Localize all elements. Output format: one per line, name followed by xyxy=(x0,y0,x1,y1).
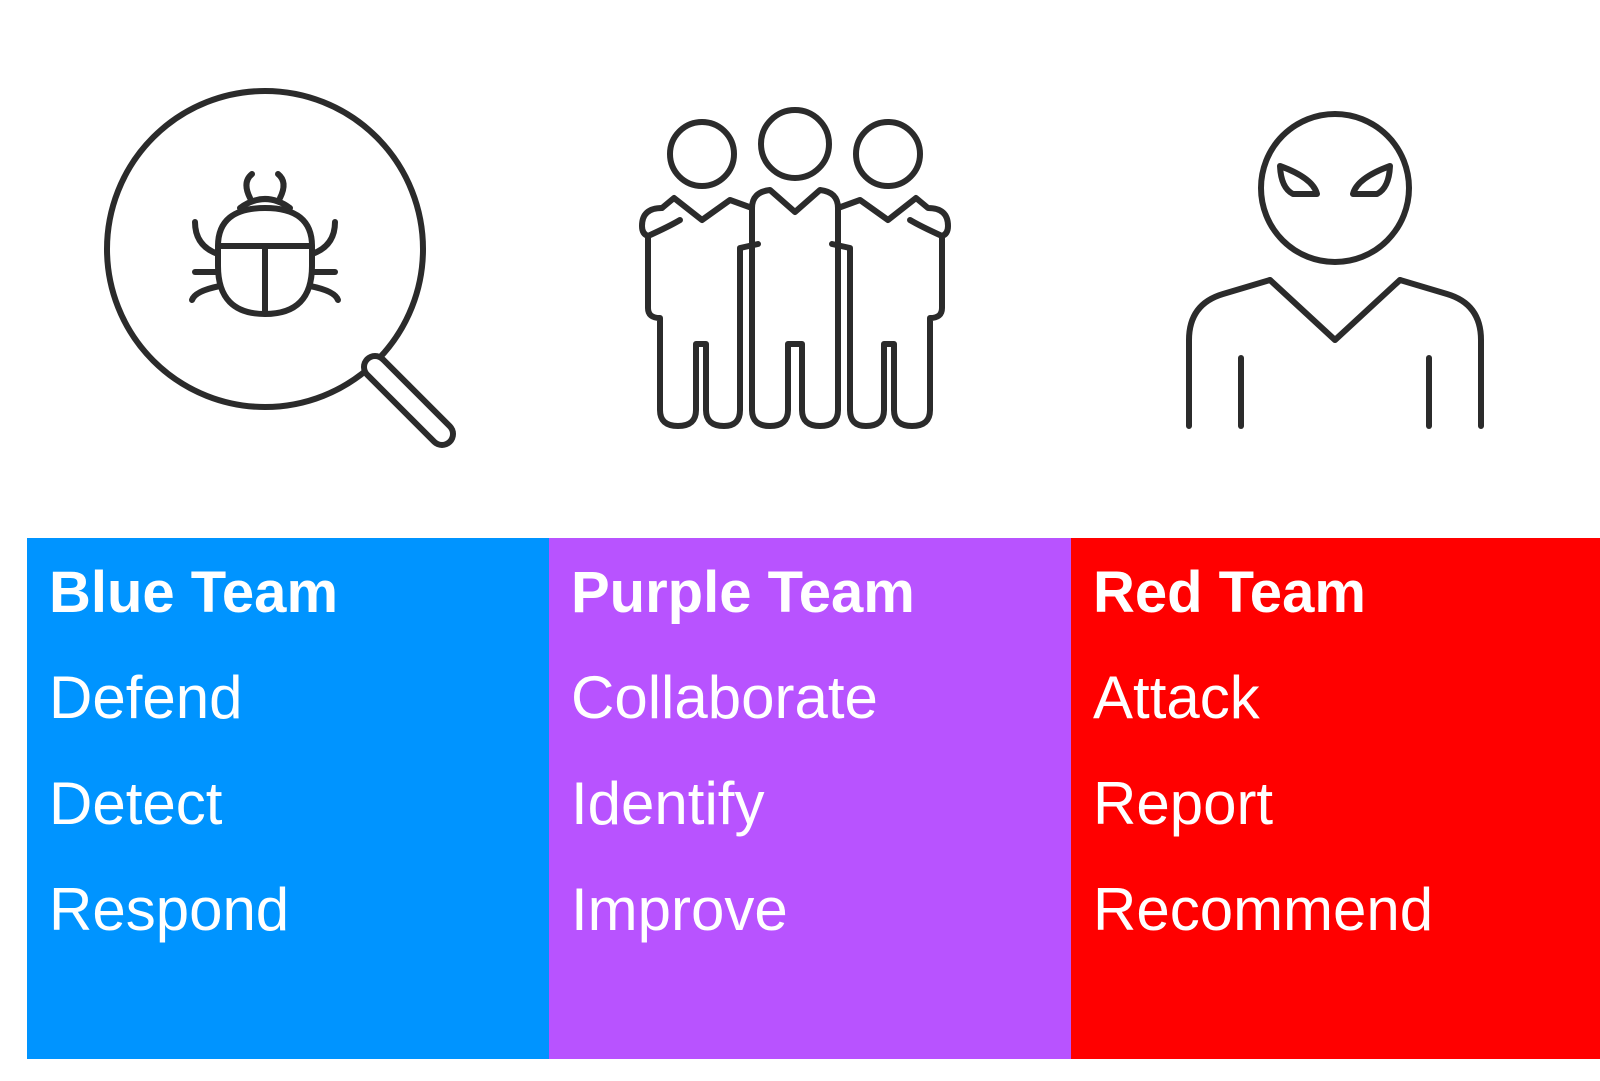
red-team-item: Attack xyxy=(1093,664,1260,731)
purple-team-list: Collaborate Identify Improve xyxy=(571,668,1071,940)
blue-team-item: Defend xyxy=(49,664,243,731)
red-team-list: Attack Report Recommend xyxy=(1093,668,1600,940)
purple-team-item: Collaborate xyxy=(571,664,878,731)
team-group-icon xyxy=(639,107,980,448)
blue-team-title: Blue Team xyxy=(49,560,339,625)
purple-team-title: Purple Team xyxy=(571,560,915,625)
masked-hacker-icon xyxy=(1185,108,1485,448)
blue-team-item: Respond xyxy=(49,876,290,943)
blue-team-list: Defend Detect Respond xyxy=(49,668,549,940)
magnifier-bug-icon xyxy=(100,86,480,466)
purple-team-panel: Purple Team Collaborate Identify Improve xyxy=(549,538,1071,1059)
purple-team-item: Improve xyxy=(571,876,788,943)
red-team-item: Recommend xyxy=(1093,876,1434,943)
blue-team-item: Detect xyxy=(49,770,223,837)
red-team-item: Report xyxy=(1093,770,1274,837)
icon-row xyxy=(0,0,1600,530)
red-team-title: Red Team xyxy=(1093,560,1366,625)
team-panels: Blue Team Defend Detect Respond Purple T… xyxy=(27,538,1600,1059)
purple-team-item: Identify xyxy=(571,770,765,837)
blue-team-panel: Blue Team Defend Detect Respond xyxy=(27,538,549,1059)
red-team-panel: Red Team Attack Report Recommend xyxy=(1071,538,1600,1059)
